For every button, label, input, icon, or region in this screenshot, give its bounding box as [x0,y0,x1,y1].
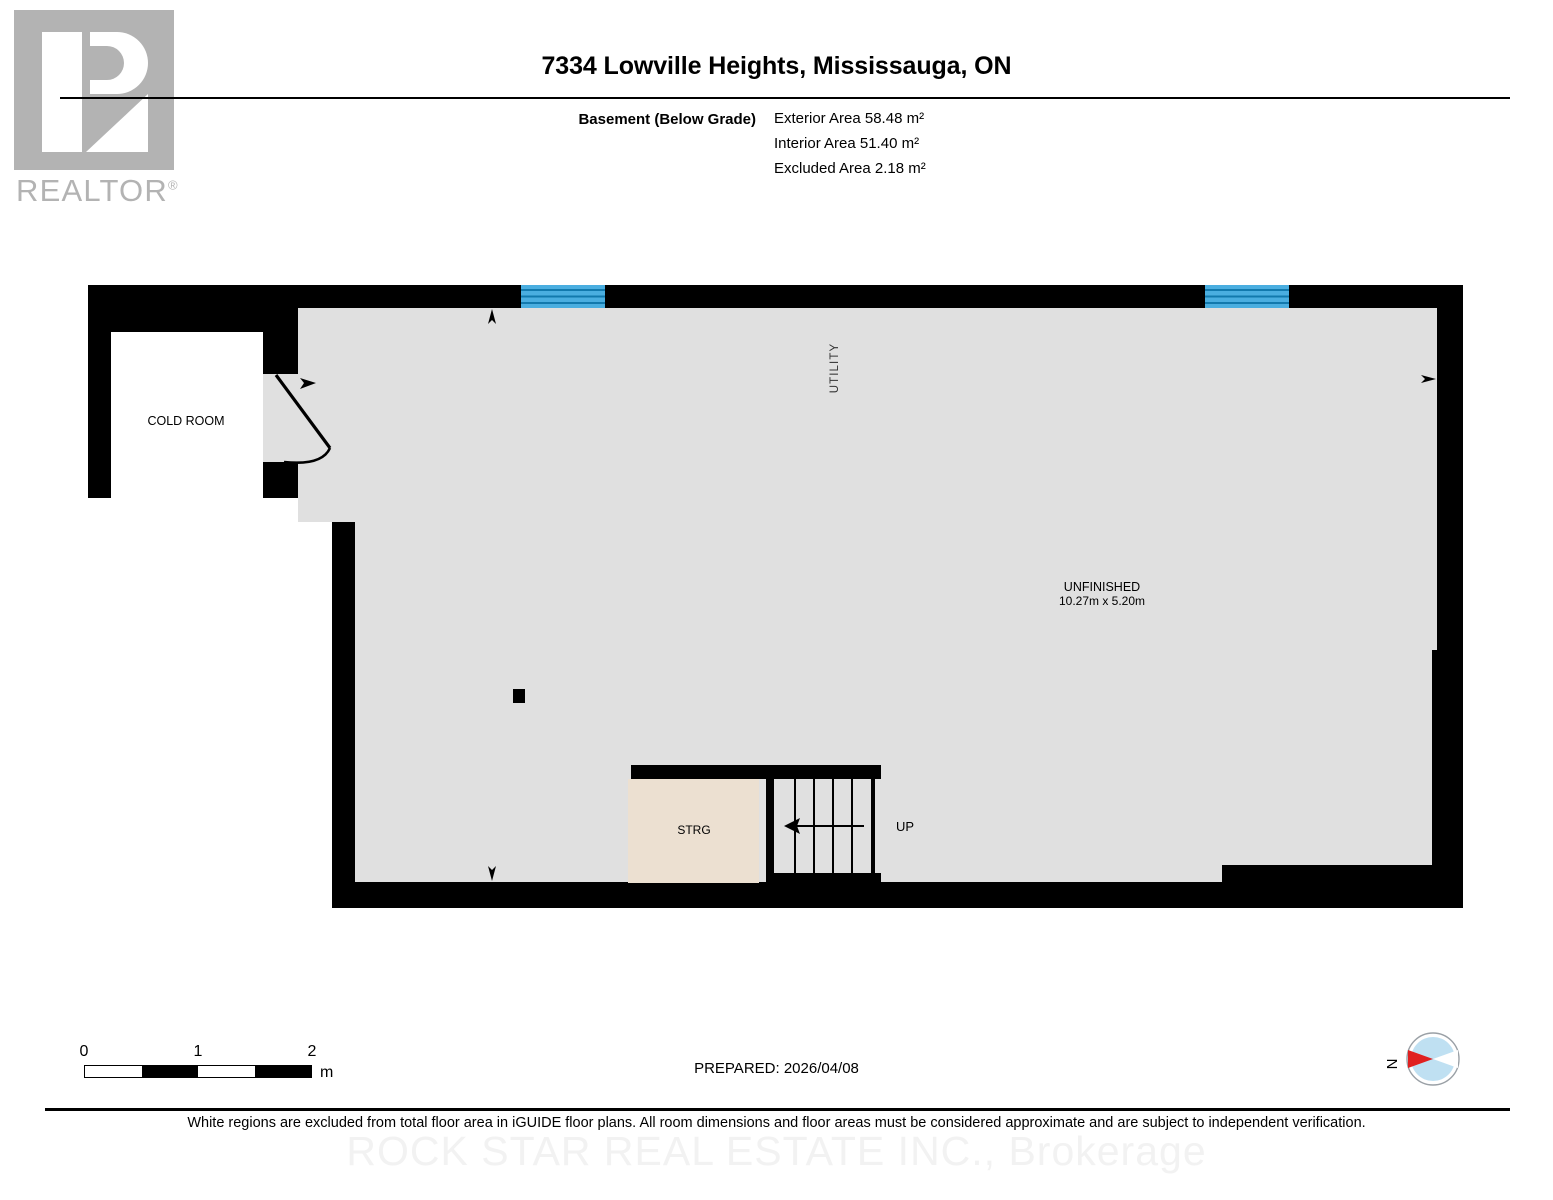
room-label-storage: STRG [677,823,710,837]
title-divider [60,97,1510,99]
stairs-up-label: UP [896,819,914,834]
scale-tick-labels: 0 1 2 [80,1043,346,1065]
stairs: UP [766,779,914,883]
scale-tick-0: 0 [79,1043,89,1060]
realtor-mark [14,10,174,170]
compass-rose: N [1383,1028,1493,1090]
area-summary: Basement (Below Grade) Exterior Area 58.… [560,110,926,177]
cold-room-door [263,374,332,464]
wall-mass [88,285,1463,908]
room-unfinished: UNFINISHED 10.27m x 5.20m [1059,580,1145,608]
room-label-cold-room: COLD ROOM [147,414,224,428]
realtor-letter-bowl-inner [90,46,124,80]
realtor-wordmark-text: REALTOR [16,173,168,208]
room-dimensions-unfinished: 10.27m x 5.20m [1059,594,1145,608]
scale-seg-2 [141,1066,198,1077]
compass-north-label: N [1384,1059,1401,1070]
dimension-marker-right [1421,375,1436,383]
scale-bar-graphic [84,1065,312,1078]
dimension-marker-top [488,309,496,324]
scale-bar: 0 1 2 m [80,1043,346,1095]
window-top-left [521,285,605,308]
realtor-wordmark: REALTOR® [16,173,179,209]
realtor-letter-stem [42,32,82,152]
page-title: 7334 Lowville Heights, Mississauga, ON [541,52,1012,80]
disclaimer-text: White regions are excluded from total fl… [187,1115,1366,1131]
interior-floor-area [298,308,1437,882]
structural-column [513,689,525,703]
realtor-logo: REALTOR® [14,10,184,210]
scale-seg-4 [254,1066,311,1077]
prepared-date: PREPARED: 2026/04/08 [694,1060,859,1077]
room-cold-room: COLD ROOM [111,332,263,507]
registered-icon: ® [167,177,179,193]
interior-area: Interior Area 51.40 m² [774,135,920,152]
scale-unit-label: m [320,1064,334,1081]
room-utility: UTILITY [829,343,841,394]
level-label: Basement (Below Grade) [578,111,756,128]
excluded-area: Excluded Area 2.18 m² [774,160,926,177]
window-top-right [1205,285,1289,308]
exterior-area: Exterior Area 58.48 m² [774,110,925,127]
compass-needle-south [1433,1050,1458,1068]
scale-tick-1: 1 [193,1043,203,1060]
stairs-up-arrow-icon [784,818,800,834]
room-label-unfinished: UNFINISHED [1064,580,1140,594]
room-label-utility: UTILITY [829,343,841,394]
realtor-letter-leg [86,94,148,152]
area-values: Exterior Area 58.48 m² Interior Area 51.… [774,110,926,177]
brokerage-watermark: ROCK STAR REAL ESTATE INC., Brokerage [346,1128,1207,1174]
scale-tick-2: 2 [307,1043,317,1060]
door-direction-arrow-icon [300,378,316,389]
dimension-marker-bottom [488,866,496,881]
footer-divider [45,1108,1510,1111]
room-storage: STRG [628,765,881,883]
compass-needle-north [1408,1050,1433,1068]
